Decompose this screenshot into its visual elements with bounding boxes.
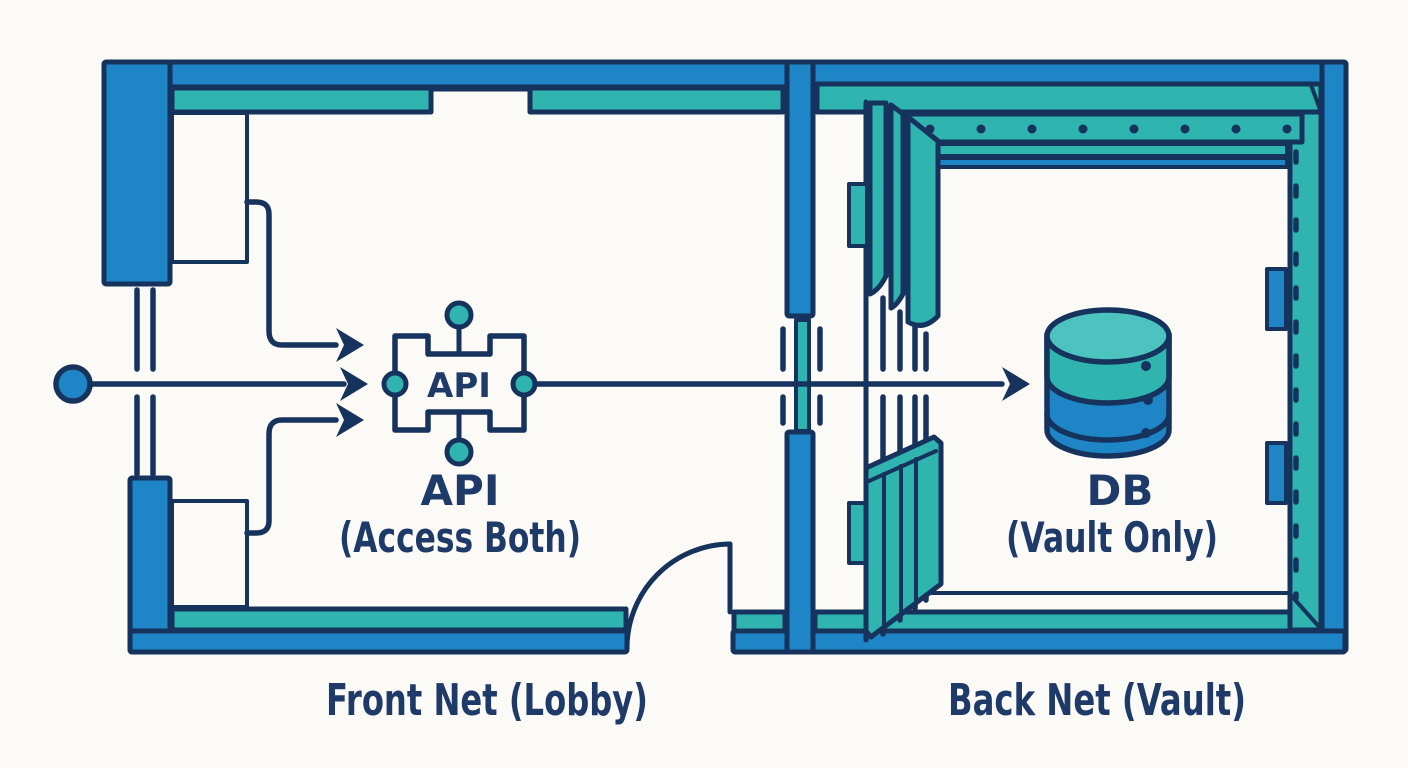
vault-door-icon: [847, 99, 944, 643]
arrow-upper-line: [244, 199, 339, 348]
door-arc: [624, 541, 733, 651]
db-caption-line2: (Vault Only): [1006, 513, 1218, 562]
door-swing-arc-icon: [624, 541, 733, 651]
lining-top-left: [169, 85, 434, 115]
database-cylinder-icon: [1044, 307, 1172, 459]
traffic-arrows: [89, 199, 1030, 536]
lining-bottom-front: [169, 606, 629, 633]
db-caption-line1: DB: [1087, 466, 1154, 515]
db-band-separator: [1044, 411, 1172, 443]
vault-hinge-block-upper: [847, 182, 869, 248]
floor-lining-door-side: [731, 609, 788, 634]
api-port-bottom: [444, 437, 474, 467]
back-room-label: Back Net (Vault): [948, 675, 1246, 726]
api-port-left: [381, 370, 409, 398]
left-wall-window: [134, 287, 156, 477]
vault-latch-lower: [1265, 441, 1288, 505]
arrow-upper-head: [336, 328, 364, 362]
wall-right: [1319, 59, 1349, 654]
api-port-right: [510, 370, 538, 398]
vault-strip-teal: [905, 142, 1289, 158]
vault-door-top-slats: [867, 100, 941, 328]
channel-lower: [170, 499, 249, 609]
rivet-dots: [925, 124, 1292, 134]
vault-miter-top: [1309, 83, 1323, 114]
wall-left-upper: [101, 59, 173, 287]
api-port-top: [444, 300, 474, 330]
walls: [101, 59, 1349, 655]
wall-channels: [170, 111, 249, 609]
lining-top-right: [527, 85, 786, 115]
arrow-lower-head: [336, 403, 364, 437]
vault-rivet-band: [894, 111, 1305, 145]
api-caption-line1: API: [421, 466, 500, 515]
wall-bottom-front: [127, 628, 630, 655]
wall-left-lower: [127, 475, 173, 655]
labels: API (Access Both) DB (Vault Only) Front …: [326, 466, 1246, 726]
sensor-dashes: [780, 326, 823, 426]
vault-hinge-block-lower: [847, 501, 868, 565]
vault-frame: [814, 81, 1324, 633]
arrow-entry-head: [340, 367, 368, 401]
wall-divider-upper: [784, 59, 816, 319]
entry-dot-icon: [53, 364, 93, 404]
api-caption-line2: (Access Both): [339, 513, 581, 562]
wall-linings: [169, 85, 1324, 634]
vault-door-panel-lines: [867, 449, 938, 628]
wall-divider-lower: [784, 429, 816, 655]
vault-strip-blue: [905, 156, 1289, 169]
api-chip-label: API: [427, 366, 491, 406]
vault-latch-upper: [1265, 267, 1288, 331]
channel-upper: [170, 111, 249, 264]
vault-band-top: [814, 81, 1324, 115]
api-chip-icon: API: [381, 300, 538, 467]
arrow-lower-line: [244, 417, 339, 536]
front-room-label: Front Net (Lobby): [326, 675, 648, 726]
arrow-api-to-db-head: [1002, 367, 1030, 401]
wall-bottom-back: [730, 628, 1348, 655]
db-dots: [1141, 361, 1153, 438]
vault-miter-bottom: [1287, 591, 1323, 631]
api-chip-outline: [392, 333, 527, 433]
db-top-ellipse: [1044, 307, 1172, 365]
sensor-strip: [794, 318, 811, 433]
wall-sensor-icon: [780, 318, 823, 433]
